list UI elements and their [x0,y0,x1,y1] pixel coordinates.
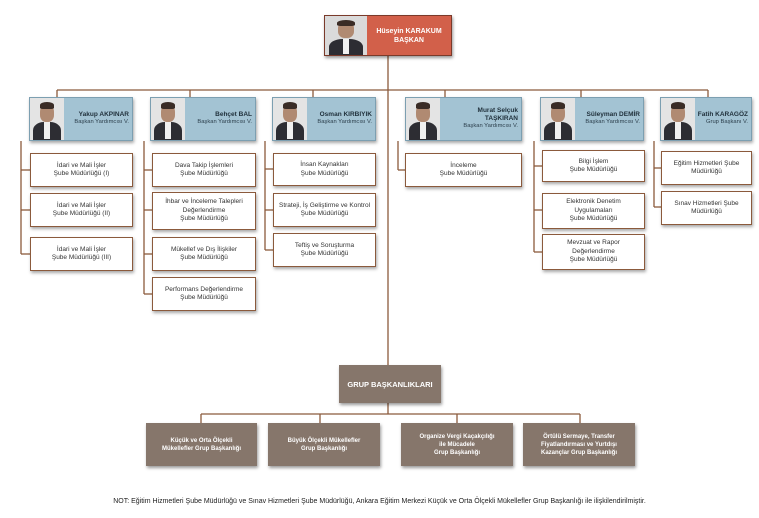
unit-box: Strateji, İş Geliştirme ve Kontrol Şube … [273,193,376,227]
head-title: Başkan Yardımcısı V. [197,119,252,126]
unit-box: Mevzuat ve Rapor Değerlendirme Şube Müdü… [542,234,645,270]
portrait-photo [151,98,185,140]
head-box-5: Süleyman DEMİR Başkan Yardımcısı V. [540,97,644,141]
portrait-photo [325,16,367,55]
unit-box: İdari ve Mali İşler Şube Müdürlüğü (I) [30,153,133,187]
head-box-2: Behçet BAL Başkan Yardımcısı V. [150,97,256,141]
portrait-photo [30,98,64,140]
head-name: Osman KIRBIYIK [319,111,372,119]
unit-box: İdari ve Mali İşler Şube Müdürlüğü (II) [30,193,133,227]
unit-box: İhbar ve İnceleme Talepleri Değerlendirm… [152,192,256,230]
footnote: NOT: Eğitim Hizmetleri Şube Müdürlüğü ve… [113,498,646,505]
group-unit-box: Örtülü Sermaye, Transfer Fiyatlandırması… [523,423,635,466]
portrait-photo [541,98,575,140]
head-name: Murat Selçuk TAŞKIRAN [477,107,518,123]
head-title: Başkan Yardımcısı V. [585,119,640,126]
president-name: Hüseyin KARAKUM [376,27,442,35]
head-box-3: Osman KIRBIYIK Başkan Yardımcısı V. [272,97,376,141]
group-title-box: GRUP BAŞKANLIKLARI [339,365,441,403]
head-box-4: Murat Selçuk TAŞKIRAN Başkan Yardımcısı … [405,97,522,141]
head-box-6: Fatih KARAGÖZ Grup Başkanı V. [660,97,752,141]
head-title: Başkan Yardımcısı V. [74,119,129,126]
unit-box: Sınav Hizmetleri Şube Müdürlüğü [661,191,752,225]
portrait-photo [406,98,440,140]
head-name: Yakup AKPINAR [78,111,129,119]
portrait-photo [273,98,307,140]
unit-box: Eğitim Hizmetleri Şube Müdürlüğü [661,151,752,185]
head-name: Behçet BAL [215,111,252,119]
group-unit-box: Organize Vergi Kaçakçılığı ile Mücadele … [401,423,513,466]
group-unit-box: Küçük ve Orta Ölçekli Mükellefler Grup B… [146,423,257,466]
unit-box: İdari ve Mali İşler Şube Müdürlüğü (III) [30,237,133,271]
head-title: Başkan Yardımcısı V. [317,119,372,126]
unit-box: Teftiş ve Soruşturma Şube Müdürlüğü [273,233,376,267]
group-title: GRUP BAŞKANLIKLARI [347,379,433,389]
unit-box: İnceleme Şube Müdürlüğü [405,153,522,187]
head-name: Fatih KARAGÖZ [697,111,748,119]
head-box-1: Yakup AKPINAR Başkan Yardımcısı V. [29,97,133,141]
portrait-photo [661,98,695,140]
president-title: BAŞKAN [394,36,424,44]
head-name: Süleyman DEMİR [586,111,640,119]
group-unit-box: Büyük Ölçekli Mükellefler Grup Başkanlığ… [268,423,380,466]
unit-box: Dava Takip İşlemleri Şube Müdürlüğü [152,153,256,187]
head-title: Grup Başkanı V. [706,119,748,126]
head-title: Başkan Yardımcısı V. [463,123,518,130]
unit-box: Performans Değerlendirme Şube Müdürlüğü [152,277,256,311]
president-box: Hüseyin KARAKUM BAŞKAN [324,15,452,56]
unit-box: İnsan Kaynakları Şube Müdürlüğü [273,153,376,186]
unit-box: Bilgi İşlem Şube Müdürlüğü [542,150,645,182]
unit-box: Mükellef ve Dış İlişkiler Şube Müdürlüğü [152,237,256,271]
unit-box: Elektronik Denetim Uygulamaları Şube Müd… [542,193,645,229]
